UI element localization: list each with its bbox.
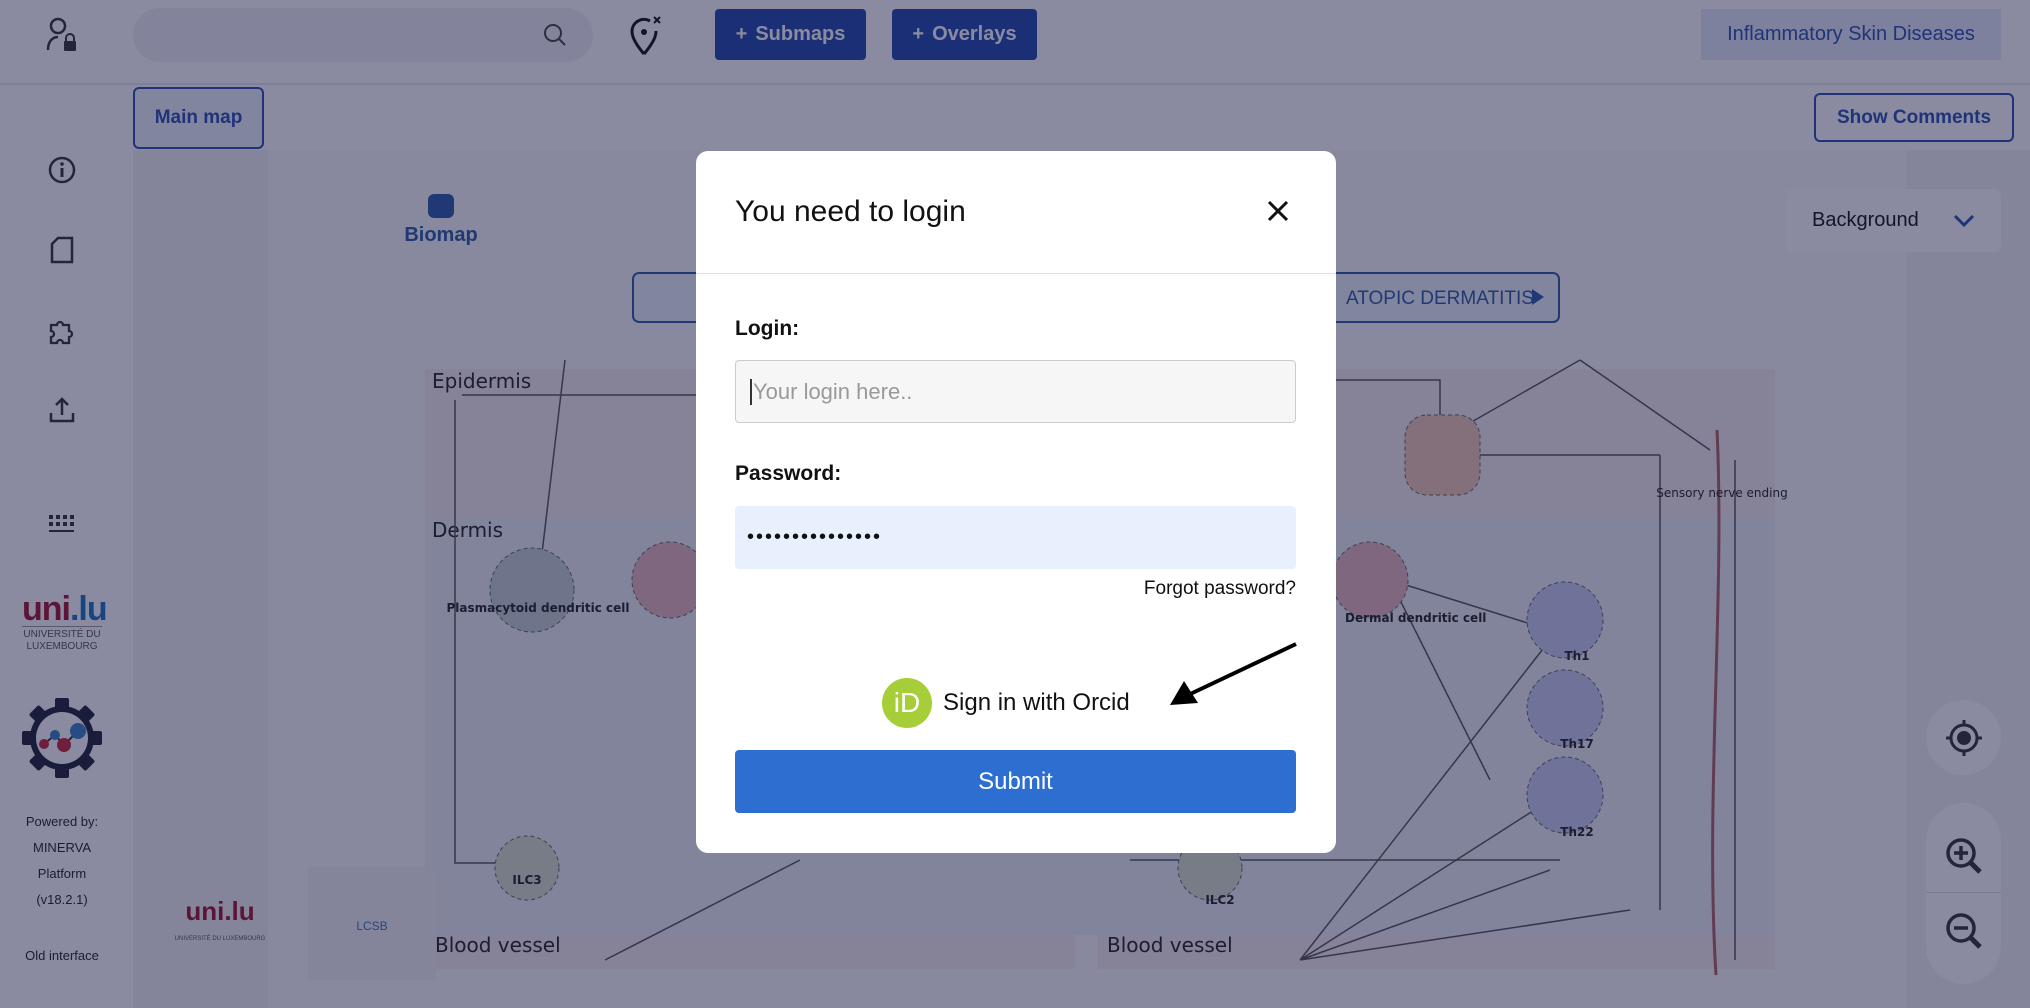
orcid-signin-button[interactable]: iD Sign in with Orcid	[882, 678, 1130, 728]
password-input[interactable]: •••••••••••••••	[735, 506, 1296, 569]
login-placeholder: Your login here..	[753, 378, 913, 404]
forgot-password-link[interactable]: Forgot password?	[1143, 578, 1296, 599]
modal-title: You need to login	[735, 195, 966, 228]
login-label: Login:	[735, 317, 800, 340]
close-icon[interactable]	[1266, 199, 1290, 223]
divider	[696, 273, 1336, 274]
submit-button[interactable]: Submit	[735, 750, 1296, 813]
password-label: Password:	[735, 462, 842, 485]
text-cursor	[750, 378, 752, 405]
orcid-icon: iD	[882, 678, 932, 728]
annotation-arrow-icon	[1170, 642, 1297, 705]
login-modal: You need to login Login: Your login here…	[696, 151, 1336, 853]
login-input[interactable]: Your login here..	[735, 360, 1296, 423]
orcid-label: Sign in with Orcid	[943, 689, 1130, 716]
